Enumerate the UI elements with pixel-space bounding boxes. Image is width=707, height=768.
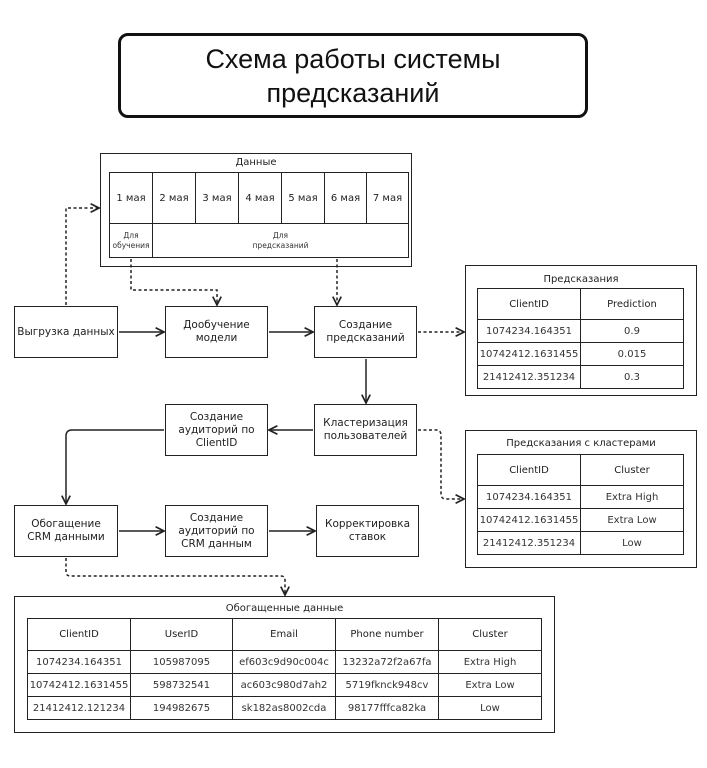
column-header: Cluster [580,454,684,486]
node-enrich-crm[interactable]: Обогащение CRM данными [14,505,118,557]
cell-email: sk182as8002cda [232,696,336,720]
prediction-label: Для предсказаний [152,223,409,258]
training-label: Для обучения [109,223,153,258]
cell-cluster: Extra High [438,650,542,674]
data-frame-title: Данные [235,157,277,168]
node-create-predictions[interactable]: Создание предсказаний [314,306,417,358]
cell-email: ac603c980d7ah2 [232,673,336,697]
arrow-audiences-to-enrich [66,429,164,504]
cell-email: ef603c9d90c004c [232,650,336,674]
column-header: Email [232,618,336,651]
predictions-title: Предсказания [543,274,619,285]
node-export-data[interactable]: Выгрузка данных [14,306,118,358]
day-cell-3: 3 мая [195,172,239,224]
cell-userid: 105987095 [130,650,233,674]
table-row: 10742412.1631455 598732541 ac603c980d7ah… [27,673,542,697]
column-header: ClientID [27,618,131,651]
cell-phone: 98177fffca82ka [335,696,439,720]
node-adjust-bids[interactable]: Корректировка ставок [316,505,419,557]
node-audiences-clientid[interactable]: Создание аудиторий по ClientID [165,404,268,456]
cell-prediction: 0.3 [580,365,684,389]
column-header: Prediction [580,288,684,320]
day-cell-1: 1 мая [109,172,153,224]
cell-cluster: Low [438,696,542,720]
cell-userid: 194982675 [130,696,233,720]
node-cluster-users[interactable]: Кластеризация пользователей [314,404,417,456]
node-retrain-model[interactable]: Дообучение модели [165,306,268,358]
cell-clientid: 1074234.164351 [477,319,581,343]
node-audiences-crm[interactable]: Создание аудиторий по CRM данным [165,505,268,557]
cell-clientid: 10742412.1631455 [27,673,131,697]
diagram-title: Схема работы системы предсказаний [118,33,588,118]
column-header: ClientID [477,288,581,320]
column-header: Cluster [438,618,542,651]
cell-clientid: 1074234.164351 [27,650,131,674]
enriched-table: ClientID UserID Email Phone number Clust… [27,618,542,720]
cell-prediction: 0.9 [580,319,684,343]
cell-clientid: 21412412.351234 [477,365,581,389]
cell-clientid: 21412412.121234 [27,696,131,720]
day-cell-4: 4 мая [238,172,282,224]
day-cell-6: 6 мая [324,172,367,224]
day-cell-2: 2 мая [152,172,196,224]
dashed-export-to-data [65,208,99,305]
table-row: 21412412.121234 194982675 sk182as8002cda… [27,696,542,720]
column-header: UserID [130,618,233,651]
enriched-title: Обогащенные данные [225,603,344,614]
column-header: Phone number [335,618,439,651]
cell-cluster: Low [580,531,684,555]
cell-userid: 598732541 [130,673,233,697]
cell-phone: 5719fknck948cv [335,673,439,697]
dashed-enrich-to-enriched [65,558,285,595]
day-cell-7: 7 мая [366,172,409,224]
cell-clientid: 10742412.1631455 [477,342,581,366]
cell-clientid: 21412412.351234 [477,531,581,555]
cell-phone: 13232a72f2a67fa [335,650,439,674]
cell-cluster: Extra Low [580,508,684,532]
column-header: ClientID [477,454,581,486]
dashed-cluster-to-clustable [418,429,464,499]
cell-prediction: 0.015 [580,342,684,366]
cell-clientid: 1074234.164351 [477,485,581,509]
table-row: 1074234.164351 105987095 ef603c9d90c004c… [27,650,542,674]
cell-cluster: Extra High [580,485,684,509]
cell-cluster: Extra Low [438,673,542,697]
cell-clientid: 10742412.1631455 [477,508,581,532]
day-cell-5: 5 мая [281,172,325,224]
clusters-title: Предсказания с кластерами [506,438,656,449]
